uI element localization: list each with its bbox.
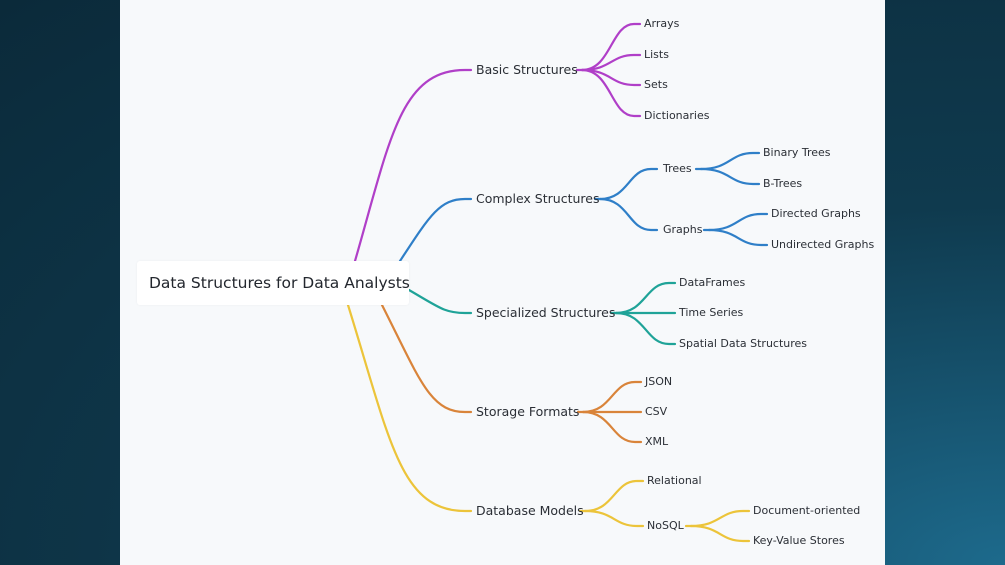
edge-root-complex bbox=[398, 197, 473, 263]
edge-basic-child bbox=[580, 68, 642, 118]
node-directed-graphs[interactable]: Directed Graphs bbox=[771, 207, 861, 220]
node-spatial-data-structures[interactable]: Spatial Data Structures bbox=[679, 337, 808, 350]
edge-basic-child bbox=[580, 22, 642, 72]
edge-trees-child bbox=[699, 167, 761, 186]
edge-storage-child bbox=[581, 410, 643, 444]
node-storage-formats[interactable]: Storage Formats bbox=[476, 404, 580, 419]
edge-root-specialized bbox=[407, 288, 473, 315]
node-key-value-stores[interactable]: Key-Value Stores bbox=[753, 534, 845, 547]
node-complex-structures[interactable]: Complex Structures bbox=[476, 191, 600, 206]
edge-specialized-child bbox=[614, 311, 677, 346]
edge-database-child bbox=[583, 509, 645, 528]
node-arrays[interactable]: Arrays bbox=[644, 17, 680, 30]
node-b-trees[interactable]: B-Trees bbox=[763, 177, 803, 190]
node-xml[interactable]: XML bbox=[645, 435, 669, 448]
node-csv[interactable]: CSV bbox=[645, 405, 668, 418]
edge-nosql-child bbox=[689, 509, 751, 528]
node-undirected-graphs[interactable]: Undirected Graphs bbox=[771, 238, 875, 251]
edge-root-basic bbox=[353, 68, 473, 263]
edge-complex-child bbox=[598, 167, 659, 201]
node-specialized-structures[interactable]: Specialized Structures bbox=[476, 305, 616, 320]
node-json[interactable]: JSON bbox=[645, 375, 673, 388]
edge-specialized-child bbox=[614, 281, 677, 315]
node-dataframes[interactable]: DataFrames bbox=[679, 276, 746, 289]
node-relational[interactable]: Relational bbox=[647, 474, 702, 487]
node-graphs[interactable]: Graphs bbox=[663, 223, 703, 236]
node-database-models[interactable]: Database Models bbox=[476, 503, 584, 518]
edge-database-child bbox=[583, 479, 645, 513]
edge-nosql-child bbox=[689, 524, 751, 543]
node-nosql[interactable]: NoSQL bbox=[647, 519, 684, 532]
root-label: Data Structures for Data Analysts bbox=[149, 274, 410, 292]
edge-graphs-child bbox=[707, 228, 769, 247]
edge-trees-child bbox=[699, 151, 761, 171]
node-document-oriented[interactable]: Document-oriented bbox=[753, 504, 861, 517]
node-dictionaries[interactable]: Dictionaries bbox=[644, 109, 710, 122]
node-sets[interactable]: Sets bbox=[644, 78, 668, 91]
node-binary-trees[interactable]: Binary Trees bbox=[763, 146, 831, 159]
root-node[interactable]: Data Structures for Data Analysts bbox=[137, 261, 410, 305]
node-lists[interactable]: Lists bbox=[644, 48, 669, 61]
edge-complex-child bbox=[598, 197, 659, 232]
edge-root-storage bbox=[380, 303, 473, 414]
node-basic-structures[interactable]: Basic Structures bbox=[476, 62, 578, 77]
edge-graphs-child bbox=[707, 212, 769, 232]
edge-storage-child bbox=[581, 380, 643, 414]
node-trees[interactable]: Trees bbox=[663, 162, 692, 175]
edge-root-database bbox=[346, 303, 473, 513]
node-time-series[interactable]: Time Series bbox=[679, 306, 744, 319]
